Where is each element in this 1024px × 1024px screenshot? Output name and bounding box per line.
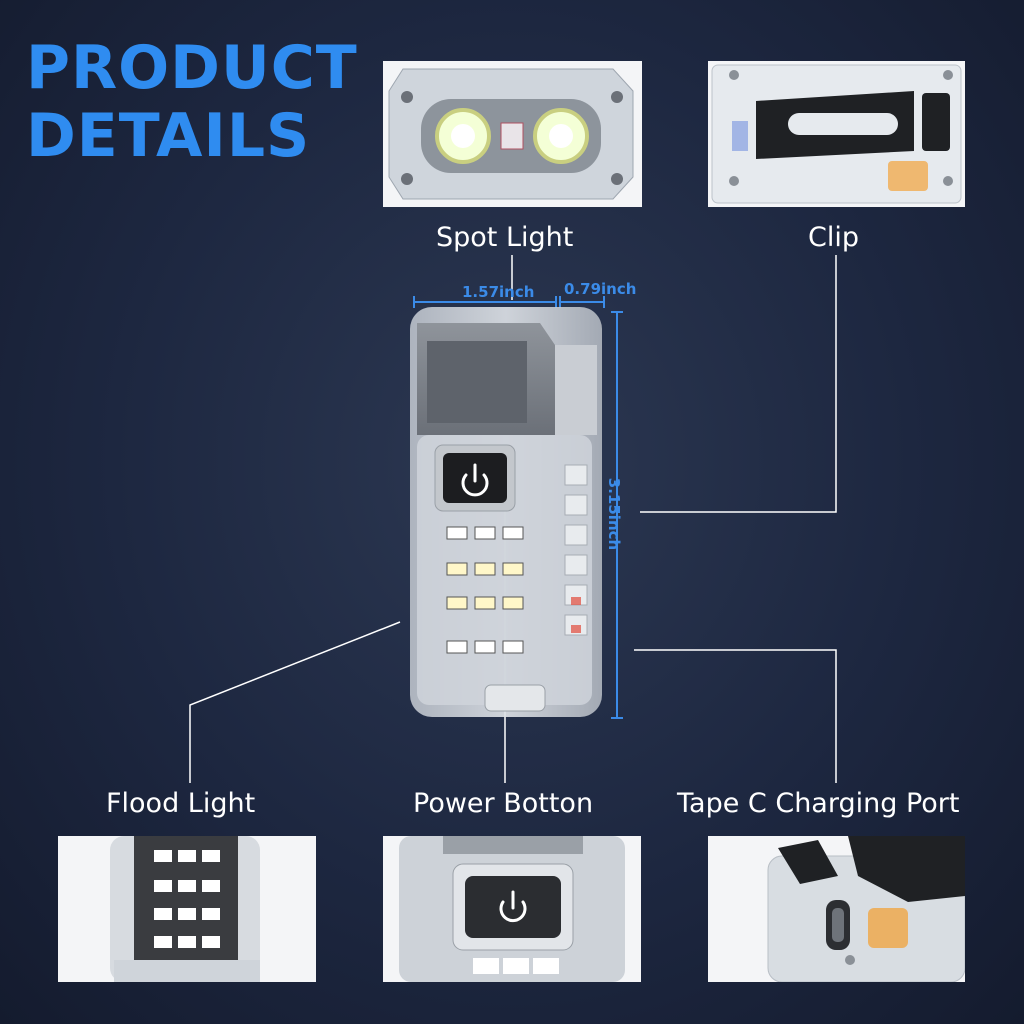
flood-light-label: Flood Light	[106, 788, 256, 819]
clip-label: Clip	[808, 222, 859, 253]
charging-port-label: Tape C Charging Port	[677, 788, 960, 819]
flood-led-grid	[446, 526, 524, 654]
spot-light-image	[383, 61, 642, 207]
spot-light-label: Spot Light	[436, 222, 574, 253]
dimension-depth: 0.79inch	[564, 280, 637, 298]
power-button-image	[383, 836, 641, 982]
charging-port-image	[708, 836, 965, 982]
dimension-width: 1.57inch	[462, 283, 535, 301]
title-line-2: DETAILS	[26, 101, 311, 171]
flood-light-image	[58, 836, 316, 982]
flashlight-main-image	[410, 307, 602, 717]
power-icon	[461, 463, 489, 497]
dimension-lines	[413, 296, 623, 719]
power-icon	[499, 890, 527, 923]
title-line-1: PRODUCT	[26, 33, 358, 103]
power-button-label: Power Botton	[413, 788, 594, 819]
clip-image	[708, 61, 965, 207]
page-title: PRODUCT DETAILS	[26, 34, 358, 170]
